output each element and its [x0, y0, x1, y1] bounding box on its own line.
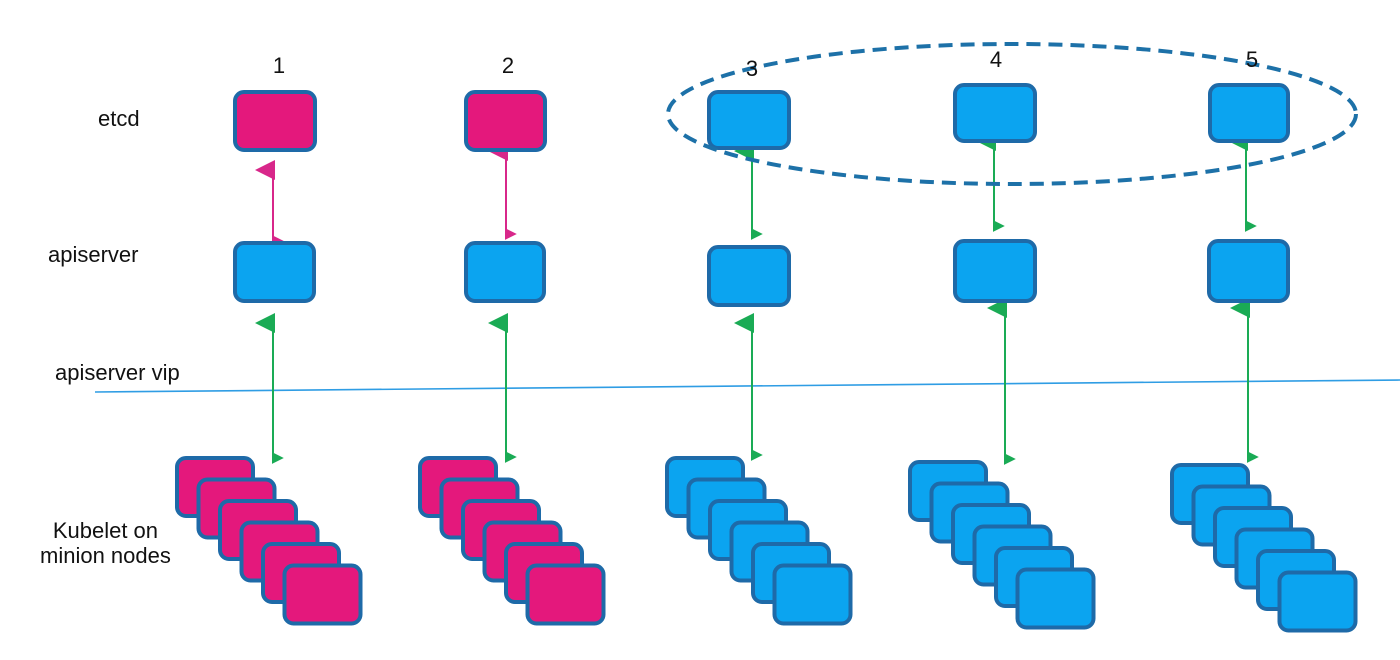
- row-label-apiserver-vip: apiserver vip: [55, 360, 180, 385]
- etcd-node-5: [1208, 83, 1290, 143]
- etcd-node-4: [953, 83, 1037, 143]
- etcd-cluster-ring: [666, 42, 1358, 186]
- kubelet-node-3-6: [772, 563, 853, 626]
- column-number-3: 3: [745, 56, 759, 81]
- apiserver-node-4: [953, 239, 1037, 303]
- row-label-apiserver: apiserver: [48, 242, 139, 267]
- apiserver-node-5: [1207, 239, 1290, 303]
- kubelet-node-5-6: [1277, 570, 1358, 633]
- column-number-2: 2: [501, 53, 515, 78]
- column-number-4: 4: [989, 47, 1003, 72]
- etcd-node-3: [707, 90, 791, 150]
- row-label-etcd: etcd: [98, 106, 140, 131]
- apiserver-node-2: [464, 241, 546, 303]
- etcd-node-2: [464, 90, 547, 152]
- apiserver-node-1: [233, 241, 316, 303]
- kubelet-node-1-6: [282, 563, 363, 626]
- kubelet-node-2-6: [525, 563, 606, 626]
- apiserver-node-3: [707, 245, 791, 307]
- apiserver-vip-line: [94, 379, 1400, 393]
- row-label-kubelet: Kubelet on minion nodes: [40, 518, 171, 569]
- kubelet-node-4-6: [1015, 567, 1096, 630]
- column-number-1: 1: [272, 53, 286, 78]
- column-number-5: 5: [1245, 47, 1259, 72]
- etcd-node-1: [233, 90, 317, 152]
